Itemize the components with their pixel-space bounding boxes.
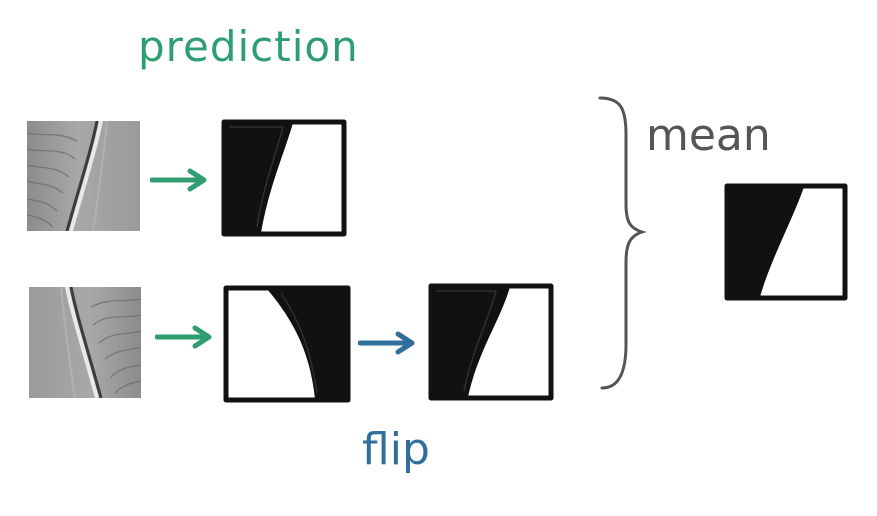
flip-label: flip [362,424,430,475]
prediction-mask-flipped [221,283,353,405]
right-curly-brace-icon [596,94,648,394]
arrow-icon-row2 [155,325,215,349]
input-image-original [27,121,140,231]
input-image-flipped [29,287,141,398]
mean-label: mean [646,110,771,161]
flip-arrow-icon [358,331,418,355]
arrow-icon-row1 [150,168,210,192]
mean-mask [722,181,850,303]
prediction-label: prediction [138,22,359,71]
prediction-mask-original [219,117,349,239]
prediction-mask-unflipped [426,281,556,403]
